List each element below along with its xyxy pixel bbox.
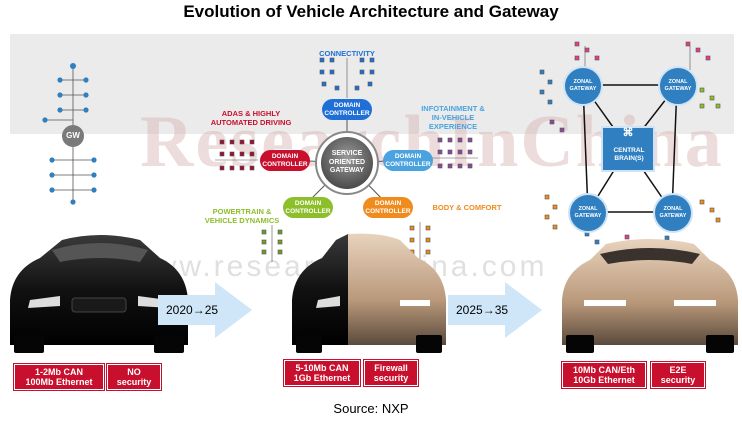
stage3-security-tag: E2E security	[651, 362, 705, 388]
sog-label: SERVICE ORIENTED GATEWAY	[328, 150, 366, 174]
domain-controller-infotainment: DOMAIN CONTROLLER	[383, 150, 433, 171]
zonal-gateway-tr: ZONAL GATEWAY	[658, 66, 698, 106]
arrow-2	[448, 282, 542, 338]
sog-core	[321, 137, 373, 189]
domain-controller-connectivity: DOMAIN CONTROLLER	[322, 99, 372, 120]
central-brain-label: CENTRAL BRAIN(S)	[613, 147, 645, 162]
gw-node	[62, 125, 84, 147]
page-title: Evolution of Vehicle Architecture and Ga…	[183, 2, 559, 21]
stage1-nodes	[42, 63, 97, 205]
stage1-security-tag: NO security	[107, 364, 161, 390]
stage1-network-tag: 1-2Mb CAN 100Mb Ethernet	[14, 364, 104, 390]
stage2-network-tag: 5-10Mb CAN 1Gb Ethernet	[284, 360, 360, 386]
caption-connectivity: CONNECTIVITY	[319, 49, 375, 58]
arrow-1	[158, 282, 252, 338]
domain-controller-body: DOMAIN CONTROLLER	[363, 197, 413, 218]
source-caption: Source: NXP	[333, 401, 409, 416]
stage3-network-tag: 10Mb CAN/Eth 10Gb Ethernet	[562, 362, 646, 388]
stage1-car	[10, 235, 188, 353]
central-brain-box	[601, 126, 655, 172]
zonal-gateway-bl: ZONAL GATEWAY	[568, 193, 608, 233]
domain-controller-powertrain: DOMAIN CONTROLLER	[283, 197, 333, 218]
caption-body: BODY & COMFORT	[432, 203, 502, 212]
arrow-1-label: 2020→25	[166, 303, 219, 317]
domain-controller-adas: DOMAIN CONTROLLER	[260, 150, 310, 171]
stage1-network	[45, 68, 94, 200]
brain-icon: ⌘	[622, 127, 634, 139]
zonal-gateway-tl: ZONAL GATEWAY	[563, 66, 603, 106]
stage2-clusters	[215, 57, 478, 262]
zonal-gateway-br: ZONAL GATEWAY	[653, 193, 693, 233]
gw-label: GW	[66, 131, 80, 140]
caption-adas: ADAS & HIGHLY AUTOMATED DRIVING	[210, 109, 292, 127]
stage2-security-tag: Firewall security	[364, 360, 418, 386]
stage2-car	[292, 233, 446, 353]
arrow-2-label: 2025→35	[456, 303, 509, 317]
caption-infotainment: INFOTAINMENT & IN-VEHICLE EXPERIENCE	[421, 104, 485, 131]
caption-powertrain: POWERTRAIN & VEHICLE DYNAMICS	[204, 207, 280, 225]
stage3-car	[562, 239, 738, 353]
